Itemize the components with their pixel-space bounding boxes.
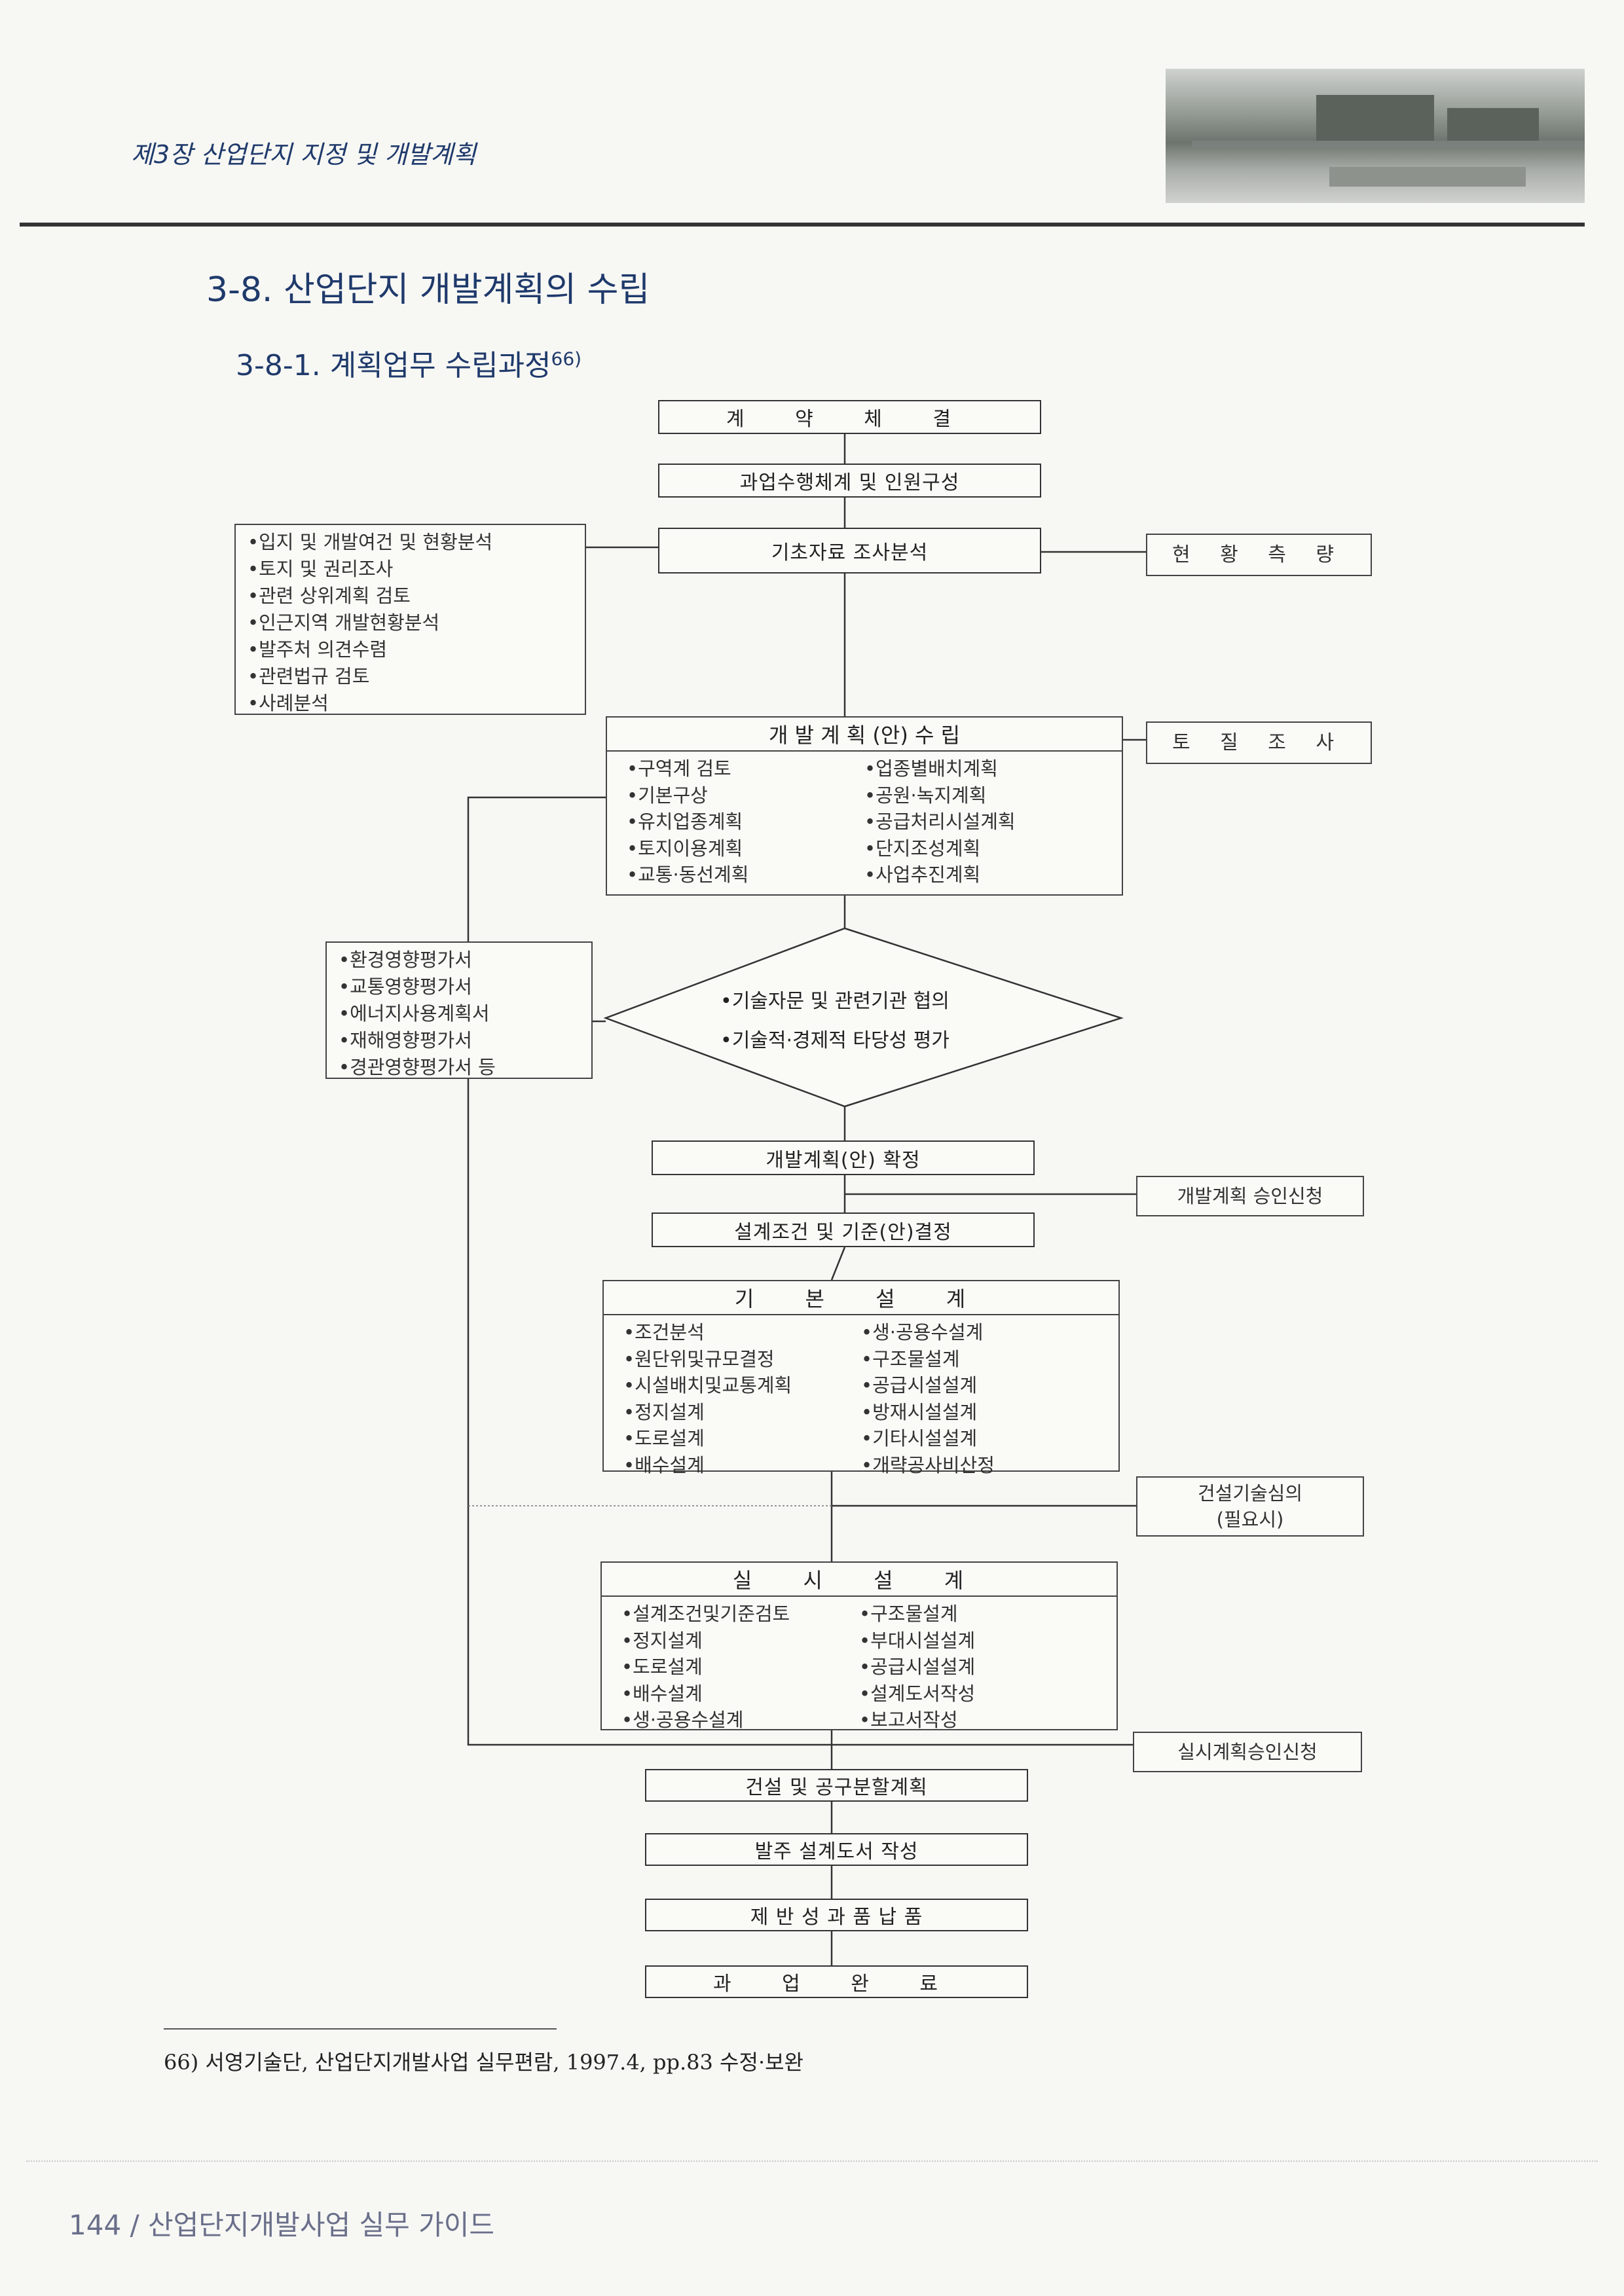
list-item: 기술자문 및 관련기관 협의 [720,982,950,1021]
dev-plan-approval-box: 개발계획 승인신청 [1136,1176,1364,1216]
list-item: 기타시설설계 [861,1425,1099,1452]
complete-box: 과 업 완 료 [645,1965,1028,1998]
deliverables-box: 제 반 성 과 품 납 품 [645,1899,1028,1931]
tech-review-label: 건설기술심의 [1197,1482,1303,1504]
list-item: 업종별배치계획 [864,756,1102,782]
list-item: 에너지사용계획서 [339,1000,580,1027]
list-item: 인근지역 개발현황분석 [248,610,573,636]
list-item: 정지설계 [623,1399,861,1426]
list-item: 관련 상위계획 검토 [248,583,573,610]
list-item: 재해영향평가서 [339,1027,580,1054]
dev-plan-title: 개 발 계 획 (안) 수 립 [607,718,1122,752]
diamond-text: 기술자문 및 관련기관 협의 기술적·경제적 타당성 평가 [720,982,950,1061]
basic-survey-items: 입지 및 개발여건 및 현황분석 토지 및 권리조사 관련 상위계획 검토 인근… [234,524,586,715]
list-item: 기본구상 [627,782,864,809]
list-item: 경관영향평가서 등 [339,1054,580,1081]
list-item: 구조물설계 [859,1601,1097,1628]
chapter-header: 제3장 산업단지 지정 및 개발계획 [131,140,476,169]
list-item: 배수설계 [623,1452,861,1479]
list-item: 발주처 의견수렴 [248,636,573,663]
header-photo [1166,69,1585,203]
footer-rule [26,2160,1598,2162]
list-item: 정지설계 [621,1628,859,1654]
design-criteria-box: 설계조건 및 기준(안)결정 [652,1212,1035,1247]
status-survey-box: 현 황 측 량 [1146,534,1372,576]
list-item: 토지 및 권리조사 [248,556,573,583]
construction-plan-box: 건설 및 공구분할계획 [645,1769,1028,1802]
list-item: 보고서작성 [859,1707,1097,1734]
list-item: 환경영향평가서 [339,947,580,974]
list-item: 구역계 검토 [627,756,864,782]
list-item: 사례분석 [248,690,573,717]
detail-approval-box: 실시계획승인신청 [1133,1732,1362,1772]
list-item: 배수설계 [621,1681,859,1707]
dev-plan-confirm-box: 개발계획(안) 확정 [652,1140,1035,1175]
list-item: 교통·동선계획 [627,862,864,888]
list-item: 시설배치및교통계획 [623,1372,861,1399]
basic-design-box: 기 본 설 계 조건분석 원단위및규모결정 시설배치및교통계획 정지설계 도로설… [602,1280,1120,1476]
contract-box: 계 약 체 결 [658,400,1041,434]
page-footer: 144 / 산업단지개발사업 실무 가이드 [69,2209,495,2241]
footnote-ref: 66) [551,348,582,370]
list-item: 도로설계 [621,1654,859,1681]
list-item: 설계조건및기준검토 [621,1601,859,1628]
list-item: 원단위및규모결정 [623,1346,861,1373]
list-item: 부대시설설계 [859,1628,1097,1654]
order-docs-box: 발주 설계도서 작성 [645,1833,1028,1866]
tech-review-note: (필요시) [1216,1508,1284,1531]
list-item: 생·공용수설계 [621,1707,859,1734]
list-item: 개략공사비산정 [861,1452,1099,1479]
list-item: 교통영향평가서 [339,974,580,1000]
footnote-rule [164,2028,557,2030]
list-item: 기술적·경제적 타당성 평가 [720,1021,950,1061]
section-title: 3-8. 산업단지 개발계획의 수립 [206,270,650,310]
basic-survey-box: 기초자료 조사분석 [658,528,1041,574]
subsection-title: 3-8-1. 계획업무 수립과정66) [236,348,582,382]
list-item: 구조물설계 [861,1346,1099,1373]
list-item: 생·공용수설계 [861,1319,1099,1346]
detail-design-title: 실 시 설 계 [602,1563,1116,1597]
soil-survey-box: 토 질 조 사 [1146,721,1372,764]
list-item: 방재시설설계 [861,1399,1099,1426]
list-item: 공급시설설계 [861,1372,1099,1399]
header-rule [20,223,1585,227]
list-item: 공급시설설계 [859,1654,1097,1681]
basic-design-title: 기 본 설 계 [604,1281,1118,1315]
footnote: 66) 서영기술단, 산업단지개발사업 실무편람, 1997.4, pp.83 … [164,2050,803,2075]
dev-plan-box: 개 발 계 획 (안) 수 립 구역계 검토 기본구상 유치업종계획 토지이용계… [606,716,1123,896]
list-item: 입지 및 개발여건 및 현황분석 [248,529,573,556]
list-item: 토지이용계획 [627,835,864,862]
list-item: 설계도서작성 [859,1681,1097,1707]
list-item: 관련법규 검토 [248,663,573,690]
tech-review-box: 건설기술심의 (필요시) [1136,1476,1364,1537]
detail-design-box: 실 시 설 계 설계조건및기준검토 정지설계 도로설계 배수설계 생·공용수설계… [600,1561,1118,1731]
list-item: 사업추진계획 [864,862,1102,888]
list-item: 공급처리시설계획 [864,809,1102,835]
list-item: 단지조성계획 [864,835,1102,862]
list-item: 도로설계 [623,1425,861,1452]
list-item: 공원·녹지계획 [864,782,1102,809]
list-item: 조건분석 [623,1319,861,1346]
assessments-box: 환경영향평가서 교통영향평가서 에너지사용계획서 재해영향평가서 경관영향평가서… [325,941,593,1079]
list-item: 유치업종계획 [627,809,864,835]
organization-box: 과업수행체계 및 인원구성 [658,464,1041,498]
